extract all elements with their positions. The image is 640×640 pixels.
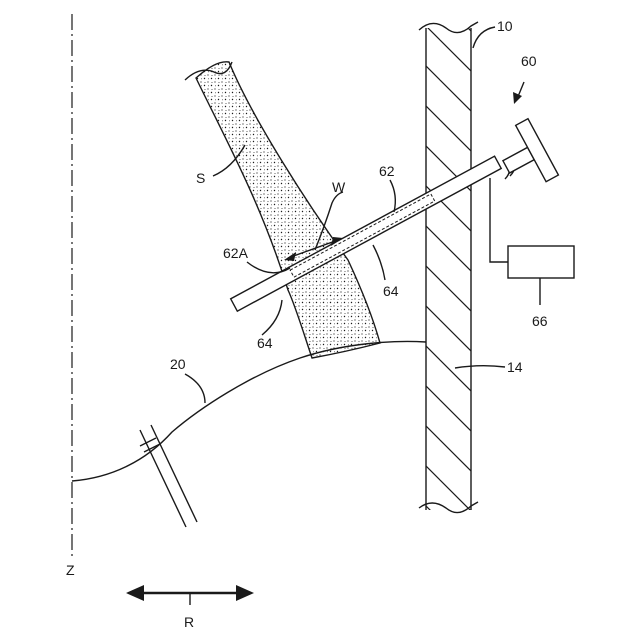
label-62: 62: [379, 163, 395, 179]
label-Z: Z: [66, 562, 75, 578]
stippled-region-S: [196, 62, 380, 358]
leader-64-upper: [373, 245, 385, 280]
label-64-upper: 64: [383, 283, 399, 299]
wall-section: [426, 28, 471, 510]
break-tick-a: [140, 438, 156, 446]
label-20: 20: [170, 356, 186, 372]
leader-60-arrow: [513, 92, 522, 104]
label-60: 60: [521, 53, 537, 69]
box-66: [508, 246, 574, 278]
leader-64-lower: [262, 300, 282, 335]
leader-62: [390, 180, 395, 212]
label-14: 14: [507, 359, 523, 375]
cable-to-66: [490, 178, 508, 262]
break-line-b: [151, 425, 197, 522]
label-S: S: [196, 170, 205, 186]
label-W: W: [332, 179, 346, 195]
break-line-a: [140, 430, 186, 527]
label-62A: 62A: [223, 245, 249, 261]
label-66: 66: [532, 313, 548, 329]
r-arrowhead-left: [126, 585, 144, 601]
surface-20: [72, 341, 426, 481]
label-64-lower: 64: [257, 335, 273, 351]
r-arrowhead-right: [236, 585, 254, 601]
label-10: 10: [497, 18, 513, 34]
leader-20: [185, 374, 205, 403]
leader-10: [473, 27, 495, 48]
label-R: R: [184, 614, 194, 630]
handle-60: [491, 119, 558, 195]
